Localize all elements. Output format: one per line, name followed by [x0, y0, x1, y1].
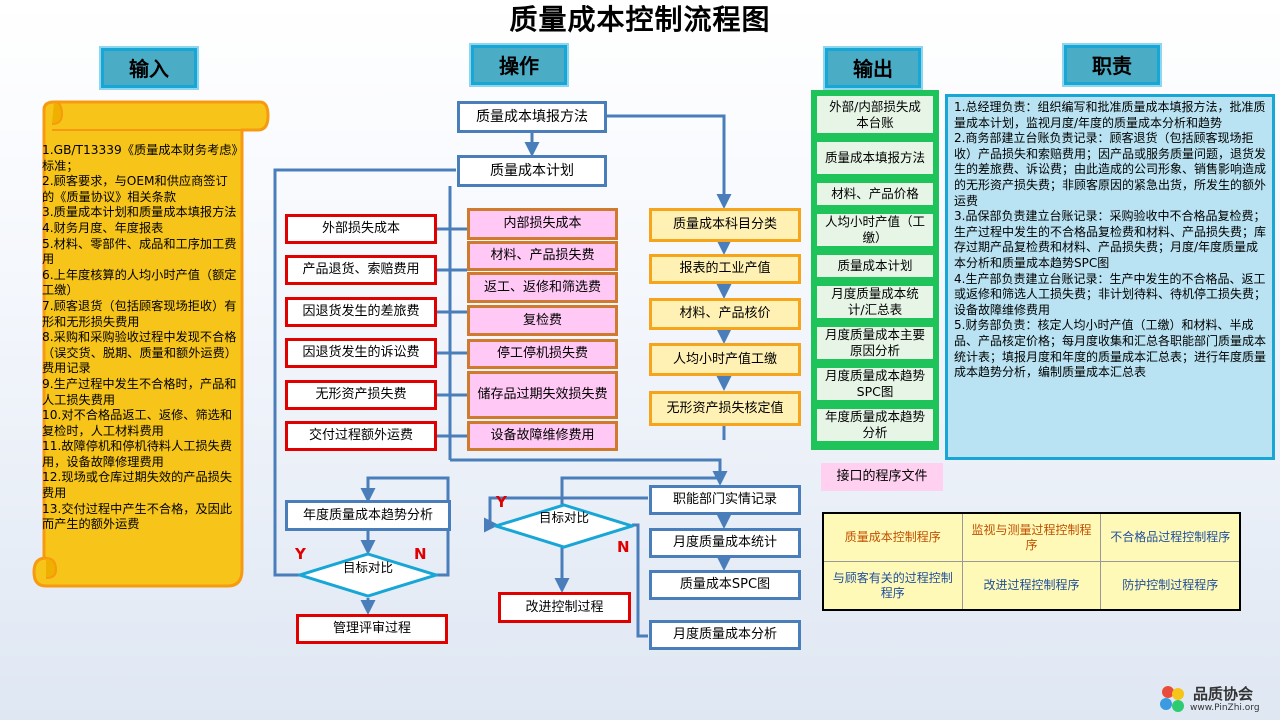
interface-files-table: 质量成本控制程序 监视与测量过程控制程序 不合格品过程控制程序 与顾客有关的过程…: [822, 512, 1241, 611]
output-list: 外部/内部损失成本台账 质量成本填报方法 材料、产品价格 人均小时产值（工缴） …: [811, 90, 939, 450]
internal-loss-box: 设备故障维修费用: [467, 421, 618, 451]
input-item: 7.顾客退货（包括顾客现场拒收）有形和无形损失费用: [42, 298, 237, 329]
responsibility-item: 2.商务部建立台账负责记录：顾客退货（包括顾客现场拒收）产品损失和索赔费用；因产…: [954, 131, 1267, 208]
calc-box: 材料、产品核价: [649, 298, 801, 330]
output-item: 质量成本填报方法: [814, 139, 936, 177]
external-loss-box: 外部损失成本: [285, 214, 437, 244]
table-cell: 监视与测量过程控制程序: [961, 512, 1102, 562]
external-loss-box: 交付过程额外运费: [285, 421, 437, 451]
responsibility-panel: 1.总经理负责：组织编写和批准质量成本填报方法，批准质量成本计划，监视月度/年度…: [945, 94, 1275, 460]
mgmt-review-box: 管理评审过程: [296, 614, 448, 644]
output-item: 年度质量成本趋势分析: [814, 406, 936, 444]
internal-loss-box: 内部损失成本: [467, 208, 618, 240]
external-loss-box: 无形资产损失费: [285, 380, 437, 410]
pinzhi-logo-icon: [1160, 686, 1184, 712]
table-row: 质量成本控制程序 监视与测量过程控制程序 不合格品过程控制程序: [822, 512, 1241, 562]
table-cell: 改进过程控制程序: [961, 561, 1102, 611]
output-item: 外部/内部损失成本台账: [814, 93, 936, 136]
input-item: 12.现场或仓库过期失效的产品损失费用: [42, 470, 233, 501]
decision-label-right: 目标对比: [538, 510, 589, 525]
internal-loss-box: 停工停机损失费: [467, 339, 618, 369]
no-label-left: N: [414, 545, 427, 563]
decision-diamond-right: [494, 503, 634, 549]
header-input: 输入: [99, 46, 199, 90]
table-cell: 与顾客有关的过程控制程序: [822, 561, 963, 611]
input-scroll: [32, 100, 270, 588]
record-box: 月度质量成本统计: [649, 528, 801, 558]
header-responsibility: 职责: [1062, 43, 1162, 87]
input-item: 9.生产过程中发生不合格时，产品和人工损失费用: [42, 376, 237, 407]
responsibility-item: 4.生产部负责建立台账记录：生产中发生的不合格品、返工或返修和筛选人工损失费；非…: [954, 271, 1267, 317]
logo-url[interactable]: www.PinZhi.org: [1190, 703, 1260, 713]
yes-label-left: Y: [295, 545, 306, 563]
output-item: 月度质量成本统计/汇总表: [814, 283, 936, 321]
annual-analysis-box: 年度质量成本趋势分析: [285, 500, 451, 531]
responsibility-item: 5.财务部负责：核定人均小时产值（工缴）和材料、半成品、产品核定价格；每月度收集…: [954, 318, 1267, 380]
responsibility-item: 1.总经理负责：组织编写和批准质量成本填报方法，批准质量成本计划，监视月度/年度…: [954, 100, 1266, 130]
input-item: 1.GB/T13339《质量成本财务考虑》标准；: [42, 143, 238, 173]
output-item: 质量成本计划: [814, 252, 936, 280]
yes-label-right: Y: [496, 493, 507, 511]
responsibility-item: 3.品保部负责建立台账记录：采购验收中不合格品复检费；生产过程中发生的不合格品复…: [954, 209, 1267, 270]
output-item: 月度质量成本主要原因分析: [814, 324, 936, 362]
output-item: 材料、产品价格: [814, 180, 936, 208]
input-item: 4.财务月度、年度报表: [42, 220, 164, 235]
calc-box: 人均小时产值工缴: [649, 343, 801, 376]
table-cell: 不合格品过程控制程序: [1100, 512, 1241, 562]
input-item: 10.对不合格品返工、返修、筛选和复检时，人工材料费用: [42, 408, 233, 438]
record-box: 月度质量成本分析: [649, 620, 801, 650]
input-item: 3.质量成本计划和质量成本填报方法: [42, 205, 237, 220]
output-item: 人均小时产值（工缴）: [814, 211, 936, 249]
external-loss-box: 产品退货、索赔费用: [285, 255, 437, 285]
calc-box: 质量成本科目分类: [649, 208, 801, 242]
plan-box: 质量成本计划: [457, 155, 607, 187]
output-item: 月度质量成本趋势SPC图: [814, 365, 936, 403]
input-item: 2.顾客要求，与OEM和供应商签订的《质量协议》相关条款: [42, 174, 228, 204]
internal-loss-box: 材料、产品损失费: [467, 241, 618, 271]
input-item: 6.上年度核算的人均小时产值（额定工缴）: [42, 267, 237, 298]
internal-loss-box: 储存品过期失效损失费: [467, 371, 618, 419]
input-item: 5.材料、零部件、成品和工序加工费用: [42, 236, 237, 267]
method-box: 质量成本填报方法: [457, 101, 607, 133]
table-cell: 防护控制过程程序: [1100, 561, 1241, 611]
input-item: 8.采购和采购验收过程中发现不合格（误交货、脱期、质量和额外运费）费用记录: [42, 330, 237, 376]
decision-diamond-left: [298, 552, 438, 598]
internal-loss-box: 复检费: [467, 305, 618, 336]
external-loss-box: 因退货发生的差旅费: [285, 297, 437, 327]
input-list: 1.GB/T13339《质量成本财务考虑》标准； 2.顾客要求，与OEM和供应商…: [42, 143, 238, 533]
page-title: 质量成本控制流程图: [509, 3, 771, 36]
interface-label: 接口的程序文件: [821, 463, 943, 491]
table-cell: 质量成本控制程序: [822, 512, 963, 562]
logo-name: 品质协会: [1193, 685, 1254, 703]
header-output: 输出: [823, 46, 923, 90]
improve-box: 改进控制过程: [498, 592, 631, 623]
calc-box: 报表的工业产值: [649, 254, 801, 284]
header-operation: 操作: [469, 43, 569, 87]
record-box: 质量成本SPC图: [649, 570, 801, 600]
decision-label-left: 目标对比: [342, 560, 393, 575]
table-row: 与顾客有关的过程控制程序 改进过程控制程序 防护控制过程程序: [822, 561, 1241, 611]
record-box: 职能部门实情记录: [649, 485, 801, 515]
external-loss-box: 因退货发生的诉讼费: [285, 338, 437, 368]
no-label-right: N: [617, 538, 630, 556]
internal-loss-box: 返工、返修和筛选费: [467, 272, 618, 303]
input-item: 13.交付过程中产生不合格，及因此而产生的额外运费: [42, 501, 233, 532]
calc-box: 无形资产损失核定值: [649, 391, 801, 426]
input-item: 11.故障停机和停机待料人工损失费用，设备故障修理费用: [42, 439, 233, 469]
